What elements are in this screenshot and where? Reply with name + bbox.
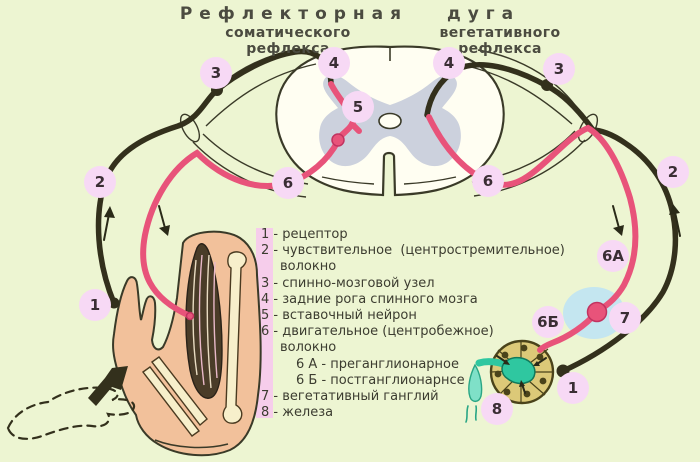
- marker-7: 7: [609, 302, 641, 334]
- foramen-loop-left: [179, 113, 201, 143]
- legend-item-1: 1 - рецептор: [261, 227, 348, 242]
- page-title: Рефлекторная дуга: [179, 4, 521, 24]
- marker-6a: 6А: [597, 240, 629, 272]
- ventral-surface-line-left: [321, 176, 375, 185]
- interneuron-synapse: [331, 133, 345, 147]
- legend-item-6: 6 - двигательное (центробежное): [261, 324, 494, 340]
- legend: 1 - рецептор 2 - чувствительное (центрос…: [261, 227, 565, 421]
- sensory-fiber-vegetative: [424, 62, 679, 374]
- secretion-droplet: [468, 363, 483, 403]
- elbow-crease: [154, 439, 229, 449]
- movement-arrow: [88, 366, 128, 406]
- legend-item-4: 4 - задние рога спинного мозга: [261, 291, 478, 307]
- humerus-bone: [222, 251, 247, 424]
- receptor-dot-left: [108, 297, 120, 309]
- sensory-fiber-somatic: [95, 48, 334, 306]
- marker-2-right: 2: [657, 156, 689, 188]
- marker-3-left: 3: [200, 57, 232, 89]
- direction-arrow-up-left: [104, 206, 115, 218]
- motor-ending: [185, 311, 195, 321]
- marker-3-right: 3: [543, 53, 575, 85]
- legend-item-8: 8 - железа: [261, 405, 334, 421]
- direction-arrow-down-left: [159, 225, 170, 236]
- subtitle-vegetative: вегетативного рефлекса: [439, 25, 561, 57]
- central-canal: [378, 112, 402, 130]
- marker-4-left: 4: [318, 47, 350, 79]
- dashed-hand-outline: [6, 386, 136, 440]
- legend-item-7: 7 - вегетативный ганглий: [261, 389, 439, 405]
- legend-item-6b: волокно: [280, 340, 337, 356]
- direction-arrow-up-right: [669, 204, 680, 215]
- marker-5: 5: [342, 91, 374, 123]
- arm: [112, 230, 262, 457]
- marker-6-left: 6: [272, 167, 304, 199]
- marker-8: 8: [481, 393, 513, 425]
- legend-item-2: 2 - чувствительное (центростремительное): [261, 243, 565, 259]
- legend-item-3: 3 - спинно-мозговой узел: [261, 275, 435, 291]
- gland: [465, 339, 555, 423]
- direction-arrow-down-right: [613, 225, 624, 236]
- marker-6-right: 6: [472, 165, 504, 197]
- gland-secretion-center: [501, 356, 536, 385]
- forearm-bone-1: [151, 356, 208, 427]
- legend-item-2b: волокно: [280, 259, 337, 275]
- ventral-surface-line-right: [403, 176, 457, 185]
- marker-1-right: 1: [557, 372, 589, 404]
- vegetative-ganglion-cell: [586, 301, 608, 323]
- direction-arrows: [103, 204, 681, 241]
- secretion-flow-arrows: [496, 355, 547, 394]
- subtitle-somatic: соматического рефлекса: [225, 25, 351, 57]
- legend-item-6b-sub: 6 Б - постганглионарнсе: [296, 372, 465, 388]
- legend-item-5: 5 - вставочный нейрон: [261, 308, 417, 324]
- interneuron-branch: [349, 121, 362, 134]
- marker-2-left: 2: [84, 166, 116, 198]
- forearm-bone-2: [142, 366, 200, 437]
- marker-4-right: 4: [433, 47, 465, 79]
- marker-1-left: 1: [79, 289, 111, 321]
- postganglionic-fiber: [537, 309, 600, 353]
- marker-6b: 6Б: [532, 306, 564, 338]
- legend-item-6a-sub: 6 А - преганглионарное: [296, 356, 460, 372]
